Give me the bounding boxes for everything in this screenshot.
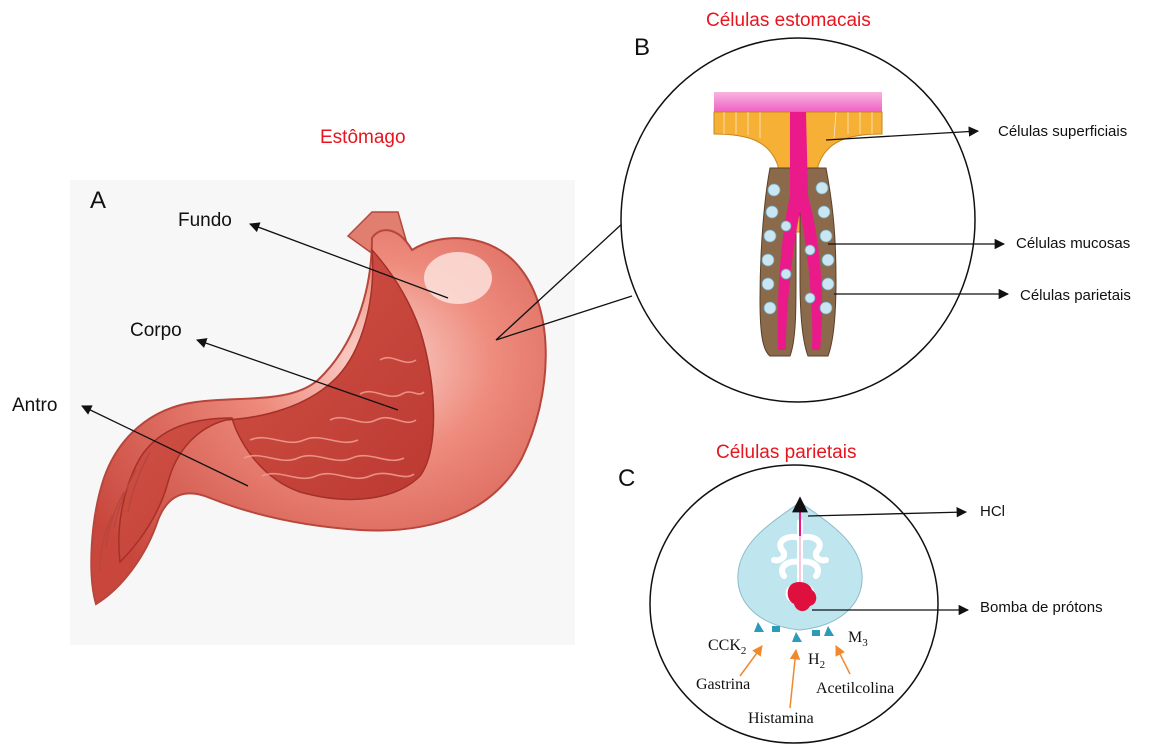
antro-label: Antro (12, 396, 57, 415)
m3-receptor-label: M3 (848, 630, 868, 649)
panel-c-title: Células parietais (716, 443, 856, 462)
fundus-highlight (424, 252, 492, 304)
stomach-illustration (70, 180, 575, 645)
receptor-stub-1 (772, 626, 780, 632)
bomba-label: Bomba de prótons (980, 600, 1103, 615)
panel-a-letter: A (90, 189, 106, 213)
histamina-label: Histamina (748, 711, 814, 727)
panel-a-title: Estômago (320, 128, 406, 147)
fundo-label: Fundo (178, 211, 232, 230)
hcl-label: HCl (980, 504, 1005, 519)
gastric-lumen (714, 92, 882, 112)
panel-b-title: Células estomacais (706, 11, 871, 30)
h2-receptor-label: H2 (808, 652, 825, 671)
mucosas-label: Células mucosas (1016, 236, 1130, 251)
corpo-label: Corpo (130, 321, 182, 340)
cck2-receptor-label: CCK2 (708, 638, 746, 657)
parietais-label: Células parietais (1020, 288, 1131, 303)
gastrina-label: Gastrina (696, 677, 750, 693)
acetilcolina-label: Acetilcolina (816, 681, 894, 697)
panel-c-letter: C (618, 467, 635, 491)
panel-b-letter: B (634, 36, 650, 60)
superficiais-label: Células superficiais (998, 124, 1127, 139)
receptor-stub-2 (812, 630, 820, 636)
